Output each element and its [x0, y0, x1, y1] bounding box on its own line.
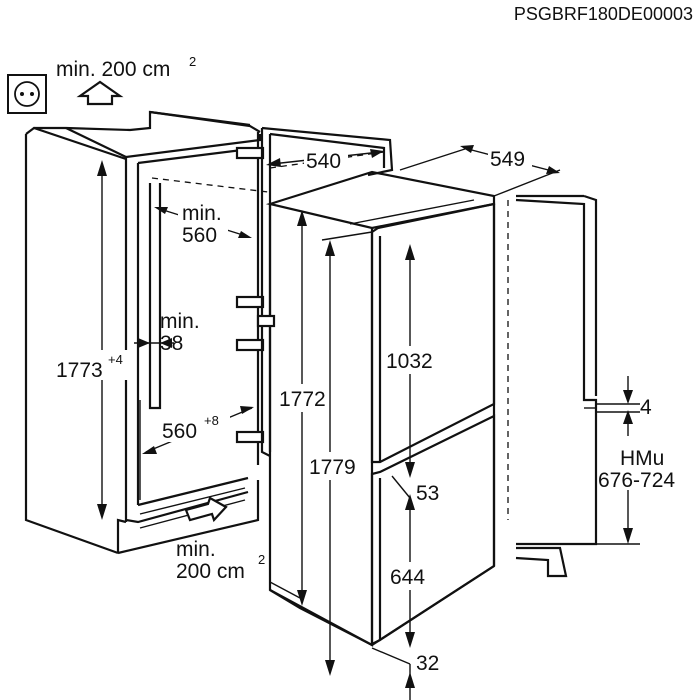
side-profile-view [515, 194, 598, 578]
bottom-ventilation: min. 200 cm 2 [176, 496, 265, 583]
ventilation-bottom-line1: min. [176, 538, 216, 561]
niche-min-depth-line2: 560 [182, 224, 217, 247]
appliance-width-dimension: 540 [266, 146, 384, 173]
ventilation-top-label: min. 200 cm [56, 58, 170, 81]
appliance-width-label: 540 [306, 150, 341, 173]
appliance-depth-label: 549 [490, 148, 525, 171]
niche-min-gap-line1: min. [160, 310, 200, 333]
power-socket-icon [7, 74, 47, 114]
appliance-height-dimension: 1772 [276, 210, 330, 606]
niche-min-gap-line2: 38 [160, 332, 183, 355]
niche-min-depth-line1: min. [182, 202, 222, 225]
ventilation-bottom-superscript: 2 [258, 552, 265, 567]
bottom-offset-dimension: 32 [371, 647, 439, 700]
niche-width-label: 560 [162, 420, 197, 443]
door-gap-dimension: 53 [391, 475, 439, 505]
door-gap-label: 53 [416, 482, 439, 505]
ventilation-bottom-line2: 200 cm [176, 560, 245, 583]
appliance-full-height-dimension: 1779 [306, 231, 373, 676]
hmu-range: 676-724 [598, 469, 675, 492]
door-alignment-gap-dimension: 4 [596, 376, 652, 436]
lower-door-height-dimension: 644 [388, 494, 436, 648]
door-alignment-gap-label: 4 [640, 396, 652, 419]
fridge-appliance [256, 170, 496, 647]
inflow-arrow-icon [184, 496, 228, 523]
appliance-height-label: 1772 [279, 388, 326, 411]
niche-cabinet [24, 110, 265, 555]
top-ventilation: min. 200 cm 2 [56, 54, 196, 106]
niche-height-tolerance: +4 [108, 352, 123, 367]
appliance-full-height-label: 1779 [309, 456, 356, 479]
reference-code: PSGBRF180DE00003 [514, 4, 693, 24]
niche-width-dimension: 560 +8 [142, 406, 254, 454]
upper-door-height-label: 1032 [386, 350, 433, 373]
hmu-label: HMu [620, 447, 664, 470]
niche-min-gap-dimension: min. 38 [134, 310, 200, 355]
niche-height-dimension: 1773 +4 [54, 160, 134, 520]
niche-width-tolerance: +8 [204, 413, 219, 428]
niche-min-depth-dimension: min. 560 [154, 200, 252, 247]
niche-height-label: 1773 [56, 359, 103, 382]
upper-door-height-dimension: 1032 [384, 244, 438, 478]
lower-door-height-label: 644 [390, 566, 425, 589]
ventilation-top-superscript: 2 [189, 54, 196, 69]
up-arrow-icon [76, 80, 124, 106]
bottom-offset-label: 32 [416, 652, 439, 675]
hmu-dimension: HMu 676-724 [596, 447, 675, 545]
appliance-depth-dimension: 549 [399, 144, 561, 197]
